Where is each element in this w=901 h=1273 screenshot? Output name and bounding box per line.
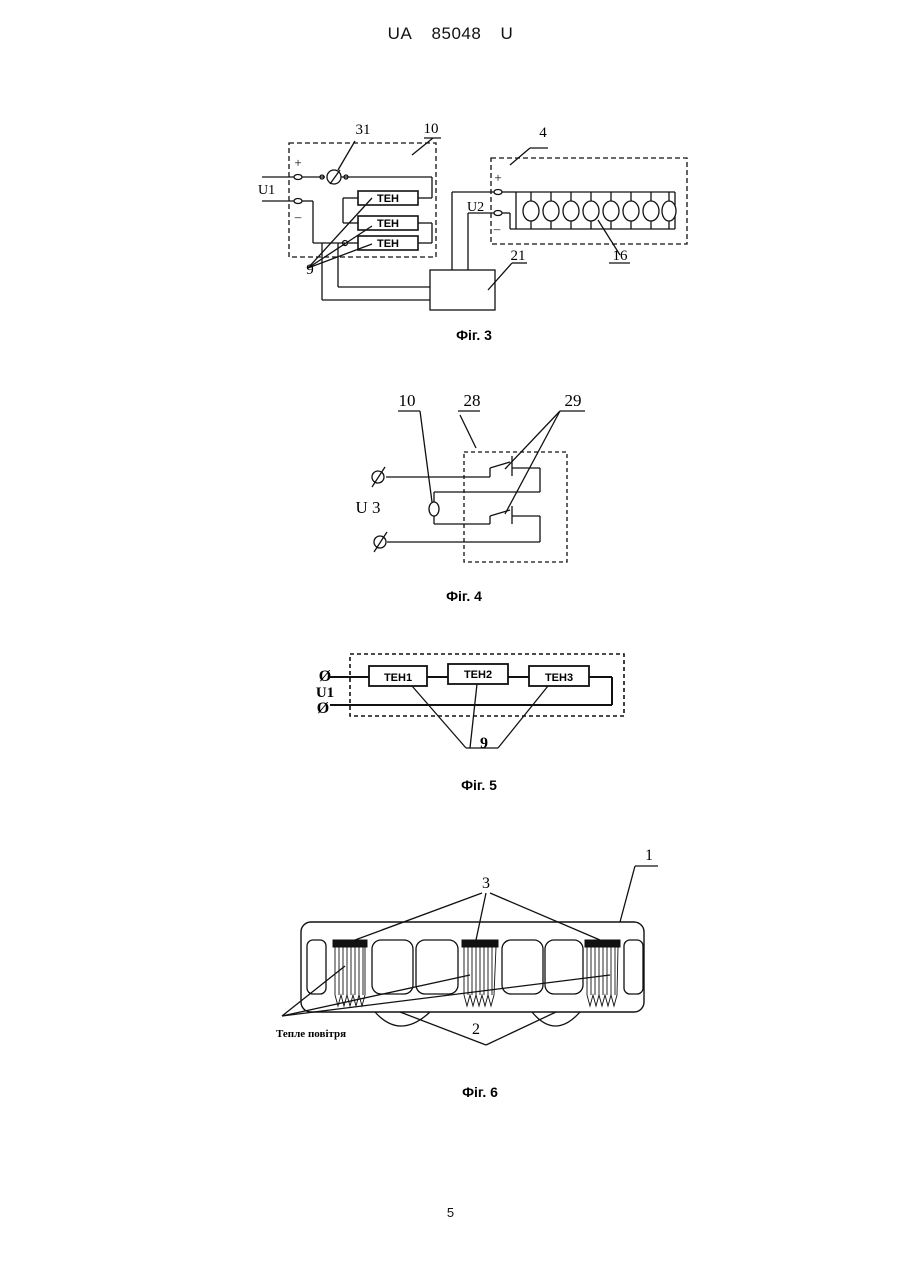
heater-label-1: ТЕН [377, 193, 399, 205]
label-u3: U 3 [355, 498, 380, 517]
caption-fig5: Фіг. 5 [461, 777, 497, 793]
label-phi-2: Ø [317, 700, 329, 717]
label-21: 21 [511, 248, 526, 264]
label-minus-1: – [294, 209, 302, 224]
label-4: 4 [539, 125, 547, 141]
label-10-fig4: 10 [399, 391, 416, 410]
label-2: 2 [472, 1021, 480, 1038]
label-u1-fig3: U1 [258, 183, 275, 198]
heater-label-2: ТЕН [377, 218, 399, 230]
label-plus-2: + [494, 170, 501, 185]
heater-label-3: ТЕН [377, 238, 399, 250]
label-1: 1 [645, 847, 653, 864]
label-9-fig5: 9 [480, 735, 488, 752]
label-u1-fig5: U1 [316, 685, 334, 701]
label-3: 3 [482, 875, 490, 892]
label-10: 10 [424, 121, 439, 137]
label-28: 28 [464, 391, 481, 410]
caption-fig4: Фіг. 4 [446, 588, 482, 604]
heater-label-ten1: ТЕН1 [384, 672, 412, 684]
heater-label-ten3: ТЕН3 [545, 672, 573, 684]
caption-fig3: Фіг. 3 [456, 327, 492, 343]
label-phi-1: Ø [319, 668, 331, 685]
label-warm-air: Тепле повітря [276, 1028, 346, 1040]
label-minus-2: – [493, 221, 501, 236]
label-9-fig3: 9 [306, 262, 314, 278]
label-u2: U2 [467, 200, 484, 215]
heater-label-ten2: ТЕН2 [464, 669, 492, 681]
label-16: 16 [613, 248, 629, 264]
label-31: 31 [356, 122, 371, 138]
label-plus-1: + [294, 155, 301, 170]
caption-fig6: Фіг. 6 [462, 1084, 498, 1100]
label-29: 29 [565, 391, 582, 410]
page-number: 5 [0, 1205, 901, 1220]
